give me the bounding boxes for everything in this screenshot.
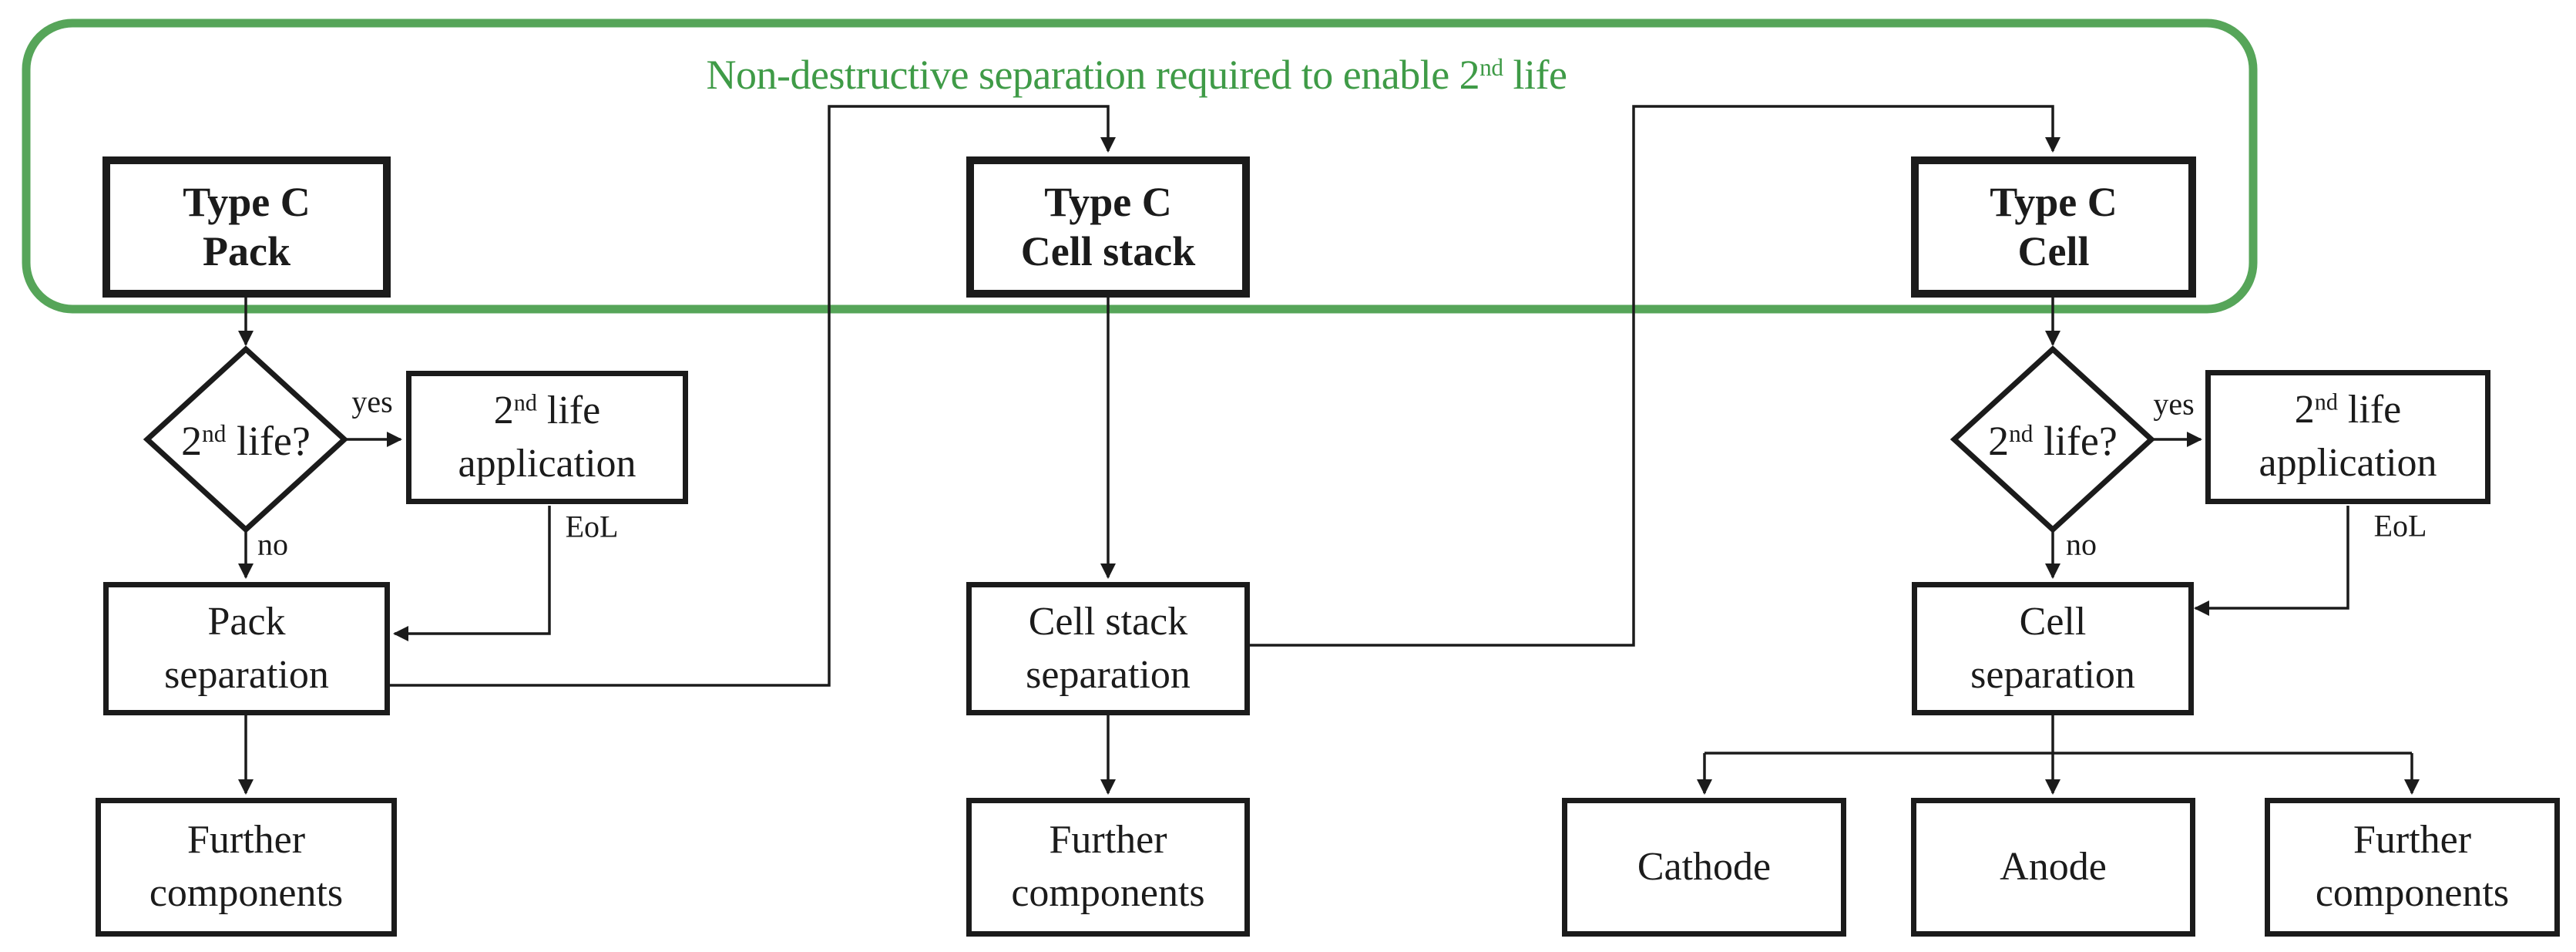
decision-diamond-cell [1950,345,2156,533]
box-cathode-label: Cathode [1637,844,1772,889]
box-pack-further-line1: Further [186,818,306,863]
box-pack-separation-line2: separation [164,652,329,697]
box-cell-separation: Cell separation [1912,582,2194,715]
banner-title: Non-destructive separation required to e… [706,52,1567,98]
box-cell-source-line1: Type C [1990,178,2118,225]
box-pack-separation-line1: Pack [207,599,286,644]
box-cell-source-line2: Cell [2017,227,2090,274]
conn-pack-separation-to-cellstack-source [390,105,1116,687]
box-pack-source-line1: Type C [183,178,311,225]
box-cell-further-components: Further components [2265,798,2560,937]
box-cell-separation-line2: separation [1970,652,2135,697]
box-pack-further-line2: components [149,871,344,915]
label-eol-cell: EoL [2373,508,2427,543]
box-cellstack-source: Type C Cell stack [966,156,1250,298]
label-no-cell: no [2066,526,2097,562]
box-cell-application-line1: 2nd life [2294,388,2402,432]
decision-label-pack: 2nd life? [181,418,311,464]
label-no-pack: no [257,526,288,562]
label-eol-pack: EoL [565,509,619,544]
box-pack-source: Type C Pack [102,156,391,298]
box-cellstack-further-line1: Further [1049,818,1167,863]
box-cellstack-separation: Cell stack separation [966,582,1250,715]
box-cell-further-line2: components [2315,871,2510,915]
box-pack-application-line2: application [458,441,636,486]
box-pack-further-components: Further components [96,798,397,937]
box-cellstack-further-line2: components [1011,871,1205,915]
box-anode-label: Anode [2000,844,2107,889]
banner-outline [22,19,2258,314]
box-cell-separation-line1: Cell [2019,599,2087,644]
conn-cell-eol-return [2194,506,2349,616]
conn-cellstack-separation-to-cell-source [1250,105,2060,647]
box-cellstack-source-line2: Cell stack [1020,227,1196,274]
box-cell-application-line2: application [2259,441,2437,485]
box-cellstack-source-line1: Type C [1044,178,1172,225]
label-yes-cell: yes [2153,386,2195,422]
box-anode: Anode [1911,798,2195,937]
box-cell-further-line1: Further [2353,818,2472,863]
box-cellstack-further-components: Further components [966,798,1250,937]
box-cathode: Cathode [1562,798,1846,937]
decision-diamond-pack [143,345,349,533]
box-cellstack-separation-line2: separation [1026,652,1191,697]
box-cell-application: 2nd life application [2205,370,2490,504]
box-cellstack-separation-line1: Cell stack [1028,599,1188,644]
box-cell-source: Type C Cell [1911,156,2196,298]
box-pack-application-line1: 2nd life [493,388,601,432]
box-pack-separation: Pack separation [103,582,390,715]
decision-label-cell: 2nd life? [1988,418,2118,464]
conn-pack-eol-return [393,506,551,641]
label-yes-pack: yes [351,384,393,419]
box-pack-source-line2: Pack [203,227,291,274]
box-pack-application: 2nd life application [406,371,688,504]
